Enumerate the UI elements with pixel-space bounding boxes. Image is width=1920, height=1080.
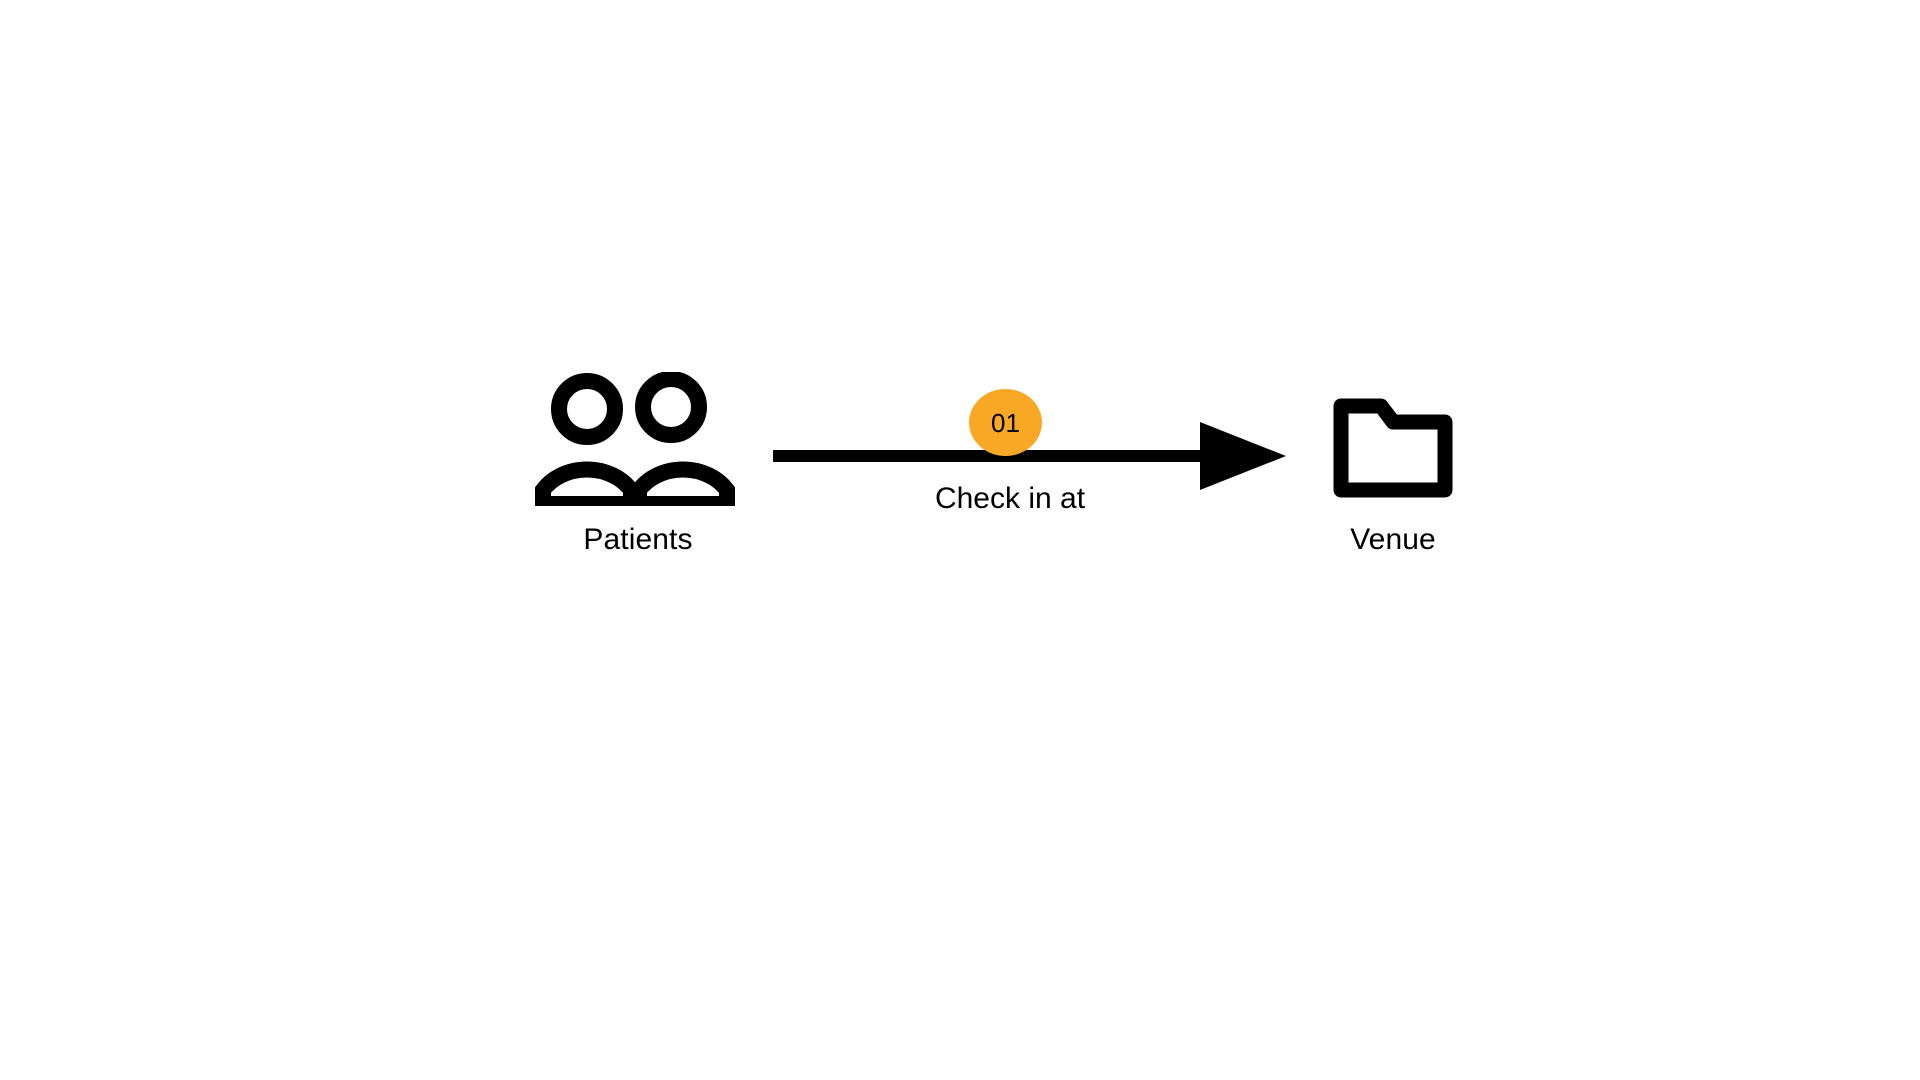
node-label-patients: Patients bbox=[583, 523, 693, 556]
edge-label-check-in-at: Check in at bbox=[934, 482, 1086, 515]
people-group-icon bbox=[535, 371, 741, 512]
folder-icon bbox=[1329, 372, 1457, 506]
node-venue[interactable]: Venue bbox=[1308, 372, 1478, 556]
edge-sequence-badge[interactable]: 01 bbox=[969, 389, 1042, 456]
node-patients[interactable]: Patients bbox=[510, 371, 766, 556]
edge-arrow-head bbox=[1200, 422, 1286, 490]
node-label-venue: Venue bbox=[1350, 523, 1436, 556]
